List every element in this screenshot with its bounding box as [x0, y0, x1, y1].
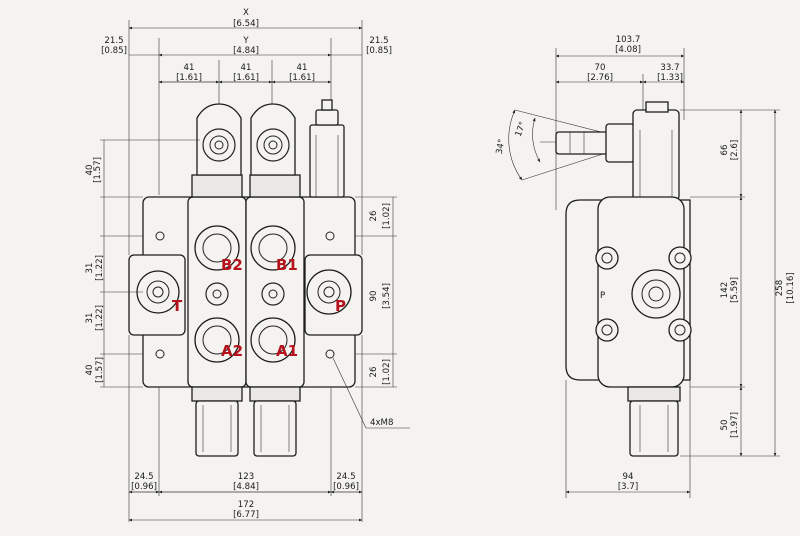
- dim-y-inch: [4.84]: [233, 46, 259, 56]
- port-label-b1: B1: [276, 256, 298, 274]
- side-dim-lever-offset: 70: [595, 63, 606, 73]
- side-port-p: P: [600, 291, 605, 301]
- dim-pitch-3-inch: [1.61]: [289, 73, 315, 83]
- side-dim-bottom-inch: [3.7]: [618, 482, 638, 492]
- side-dim-top: 103.7: [616, 35, 641, 45]
- side-dim-top-inch: [4.08]: [615, 45, 641, 55]
- side-dim-lever-height-inch: [2.6]: [730, 140, 740, 160]
- dim-bottom-mid: 123: [238, 472, 254, 482]
- dim-right-26-bottom-inch: [1.02]: [382, 359, 392, 385]
- port-label-b2: B2: [221, 256, 243, 274]
- port-label-p: P: [335, 297, 346, 315]
- side-dim-lever-back: 33.7: [660, 63, 679, 73]
- angle-small: 17°: [514, 120, 529, 138]
- dim-x-label: X: [243, 8, 249, 18]
- dim-pitch-1-inch: [1.61]: [176, 73, 202, 83]
- dim-bottom-left-inch: [0.96]: [131, 482, 157, 492]
- dim-right-90-inch: [3.54]: [382, 283, 392, 309]
- dim-pitch-3: 41: [297, 63, 308, 73]
- dim-y-label: Y: [242, 36, 249, 46]
- side-view: 103.7 [4.08] 70 [2.76] 33.7 [1.33] 34° 1…: [495, 35, 796, 498]
- dim-right-26-top: 26: [369, 211, 379, 222]
- side-dim-lever-height: 66: [720, 145, 730, 156]
- dim-left-31-top-inch: [1.22]: [95, 255, 105, 281]
- dim-left-40-bottom: 40: [85, 365, 95, 376]
- dim-edge-left-inch: [0.85]: [101, 46, 127, 56]
- dim-edge-right-inch: [0.85]: [366, 46, 392, 56]
- dim-edge-right: 21.5: [369, 36, 388, 46]
- dim-pitch-2-inch: [1.61]: [233, 73, 259, 83]
- dim-left-31-bottom: 31: [85, 313, 95, 324]
- dim-right-26-top-inch: [1.02]: [382, 203, 392, 229]
- side-dim-body-height-inch: [5.59]: [730, 277, 740, 303]
- dim-left-31-top: 31: [85, 263, 95, 274]
- dim-bottom-mid-inch: [4.84]: [233, 482, 259, 492]
- dim-left-40-bottom-inch: [1.57]: [95, 357, 105, 383]
- dim-bottom-right: 24.5: [336, 472, 355, 482]
- front-view: X [6.54] Y [4.84] 21.5 [0.85] 21.5 [0.85…: [85, 8, 410, 522]
- dim-left-40-top-inch: [1.57]: [93, 157, 103, 183]
- dim-bottom-left: 24.5: [134, 472, 153, 482]
- port-label-a1: A1: [276, 342, 298, 360]
- dim-bottom-total-inch: [6.77]: [233, 510, 259, 520]
- dim-right-26-bottom: 26: [369, 367, 379, 378]
- dim-bottom-right-inch: [0.96]: [333, 482, 359, 492]
- side-dim-body-height: 142: [720, 282, 730, 298]
- dim-left-31-bottom-inch: [1.22]: [95, 305, 105, 331]
- port-label-a2: A2: [221, 342, 243, 360]
- mount-callout: 4xM8: [370, 418, 393, 428]
- angle-large: 34°: [495, 138, 507, 155]
- side-dim-lever-offset-inch: [2.76]: [587, 73, 613, 83]
- dim-left-40-top: 40: [85, 165, 95, 176]
- side-dim-total: 258: [775, 280, 785, 296]
- dim-bottom-total: 172: [238, 500, 254, 510]
- side-dim-total-inch: [10.16]: [786, 272, 796, 303]
- side-dim-lever-back-inch: [1.33]: [657, 73, 683, 83]
- port-label-t: T: [172, 297, 183, 315]
- side-dim-lower-inch: [1.97]: [730, 412, 740, 438]
- side-dim-bottom: 94: [623, 472, 634, 482]
- dim-pitch-2: 41: [241, 63, 252, 73]
- dim-x-inch: [6.54]: [233, 19, 259, 29]
- dim-edge-left: 21.5: [104, 36, 123, 46]
- dim-pitch-1: 41: [184, 63, 195, 73]
- side-dim-lower: 50: [720, 420, 730, 431]
- dim-right-90: 90: [369, 291, 379, 302]
